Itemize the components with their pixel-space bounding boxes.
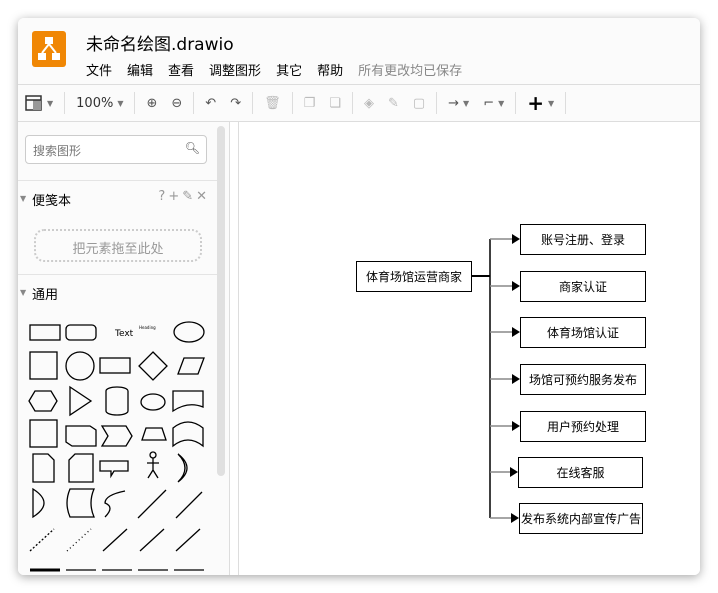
menu-view[interactable]: 查看 xyxy=(168,64,195,79)
zoom-out-icon[interactable]: ⊖ xyxy=(171,95,183,111)
arrowhead xyxy=(512,374,520,384)
shape-palette[interactable]: Text Heading xyxy=(18,308,218,575)
arrowhead xyxy=(512,421,520,431)
to-back-icon[interactable]: ❏ xyxy=(329,95,341,111)
sidebar-scrollbar[interactable] xyxy=(217,126,225,476)
search-shapes-input[interactable]: 搜索图形🔍︎ xyxy=(25,135,207,164)
connection-icon[interactable]: →▼ xyxy=(448,95,470,111)
child-node[interactable]: 在线客服 xyxy=(518,457,643,488)
scratchpad-header[interactable]: ▼便笺本?+✎✕ xyxy=(18,180,218,214)
arrowhead xyxy=(512,234,520,244)
menu-bar: 文件 编辑 查看 调整图形 其它 帮助 所有更改均已保存 xyxy=(86,60,462,79)
child-node[interactable]: 发布系统内部宣传广告 xyxy=(519,503,643,534)
child-node[interactable]: 账号注册、登录 xyxy=(520,224,646,255)
arrowhead xyxy=(511,513,519,523)
child-node[interactable]: 用户预约处理 xyxy=(520,411,646,442)
header: 未命名绘图.drawio 文件 编辑 查看 调整图形 其它 帮助 所有更改均已保… xyxy=(18,18,700,84)
fill-color-icon[interactable]: ◈ xyxy=(363,95,374,111)
svg-text:Text: Text xyxy=(114,329,134,339)
to-front-icon[interactable]: ❐ xyxy=(303,95,316,111)
svg-text:Heading: Heading xyxy=(139,325,156,330)
scratchpad-drop-zone[interactable]: 把元素拖至此处 xyxy=(34,229,202,262)
zoom-dropdown[interactable]: 100%▼ xyxy=(76,95,124,111)
document-title[interactable]: 未命名绘图.drawio xyxy=(86,35,234,55)
waypoints-icon[interactable]: ⌐▼ xyxy=(483,95,505,111)
shape-sidebar: 搜索图形🔍︎ ▼便笺本?+✎✕ 把元素拖至此处 ▼通用 Text Heading xyxy=(18,122,230,575)
save-status: 所有更改均已保存 xyxy=(358,64,463,79)
menu-file[interactable]: 文件 xyxy=(86,64,113,79)
app-window: 未命名绘图.drawio 文件 编辑 查看 调整图形 其它 帮助 所有更改均已保… xyxy=(18,18,700,575)
toolbar: ▼ 100%▼ ⊕ ⊖ ↶ ↷ 🗑 ❐ ❏ ◈ ✎ ▢ →▼ ⌐▼ +▼ xyxy=(18,84,700,122)
insert-plus-icon[interactable]: +▼ xyxy=(527,91,555,115)
format-panel-icon[interactable]: ▼ xyxy=(25,95,53,111)
menu-arrange[interactable]: 调整图形 xyxy=(209,64,262,79)
collapse-icon: ▼ xyxy=(20,288,27,297)
shadow-icon[interactable]: ▢ xyxy=(412,95,426,111)
arrowhead xyxy=(512,327,520,337)
menu-edit[interactable]: 编辑 xyxy=(127,64,154,79)
general-header[interactable]: ▼通用 xyxy=(18,274,218,308)
arrowhead xyxy=(512,281,520,291)
child-node[interactable]: 商家认证 xyxy=(520,271,646,302)
delete-icon[interactable]: 🗑 xyxy=(264,95,281,111)
child-node[interactable]: 体育场馆认证 xyxy=(520,317,646,348)
arrowhead xyxy=(510,467,518,477)
menu-extras[interactable]: 其它 xyxy=(276,64,303,79)
search-icon[interactable]: 🔍︎ xyxy=(184,141,200,155)
collapse-icon: ▼ xyxy=(20,194,27,203)
diagram-canvas[interactable]: 体育场馆运营商家 账号注册、登录商家认证体育场馆认证场馆可预约服务发布用户预约处… xyxy=(238,122,700,575)
redo-icon[interactable]: ↷ xyxy=(230,95,242,111)
child-node[interactable]: 场馆可预约服务发布 xyxy=(520,364,646,395)
zoom-level: 100% xyxy=(76,95,114,111)
root-node[interactable]: 体育场馆运营商家 xyxy=(356,261,472,292)
scratchpad-actions[interactable]: ?+✎✕ xyxy=(158,189,210,204)
undo-icon[interactable]: ↶ xyxy=(205,95,217,111)
connectors xyxy=(472,234,520,523)
zoom-in-icon[interactable]: ⊕ xyxy=(146,95,158,111)
menu-help[interactable]: 帮助 xyxy=(317,64,344,79)
line-color-icon[interactable]: ✎ xyxy=(387,95,399,111)
drawio-logo xyxy=(32,31,66,67)
